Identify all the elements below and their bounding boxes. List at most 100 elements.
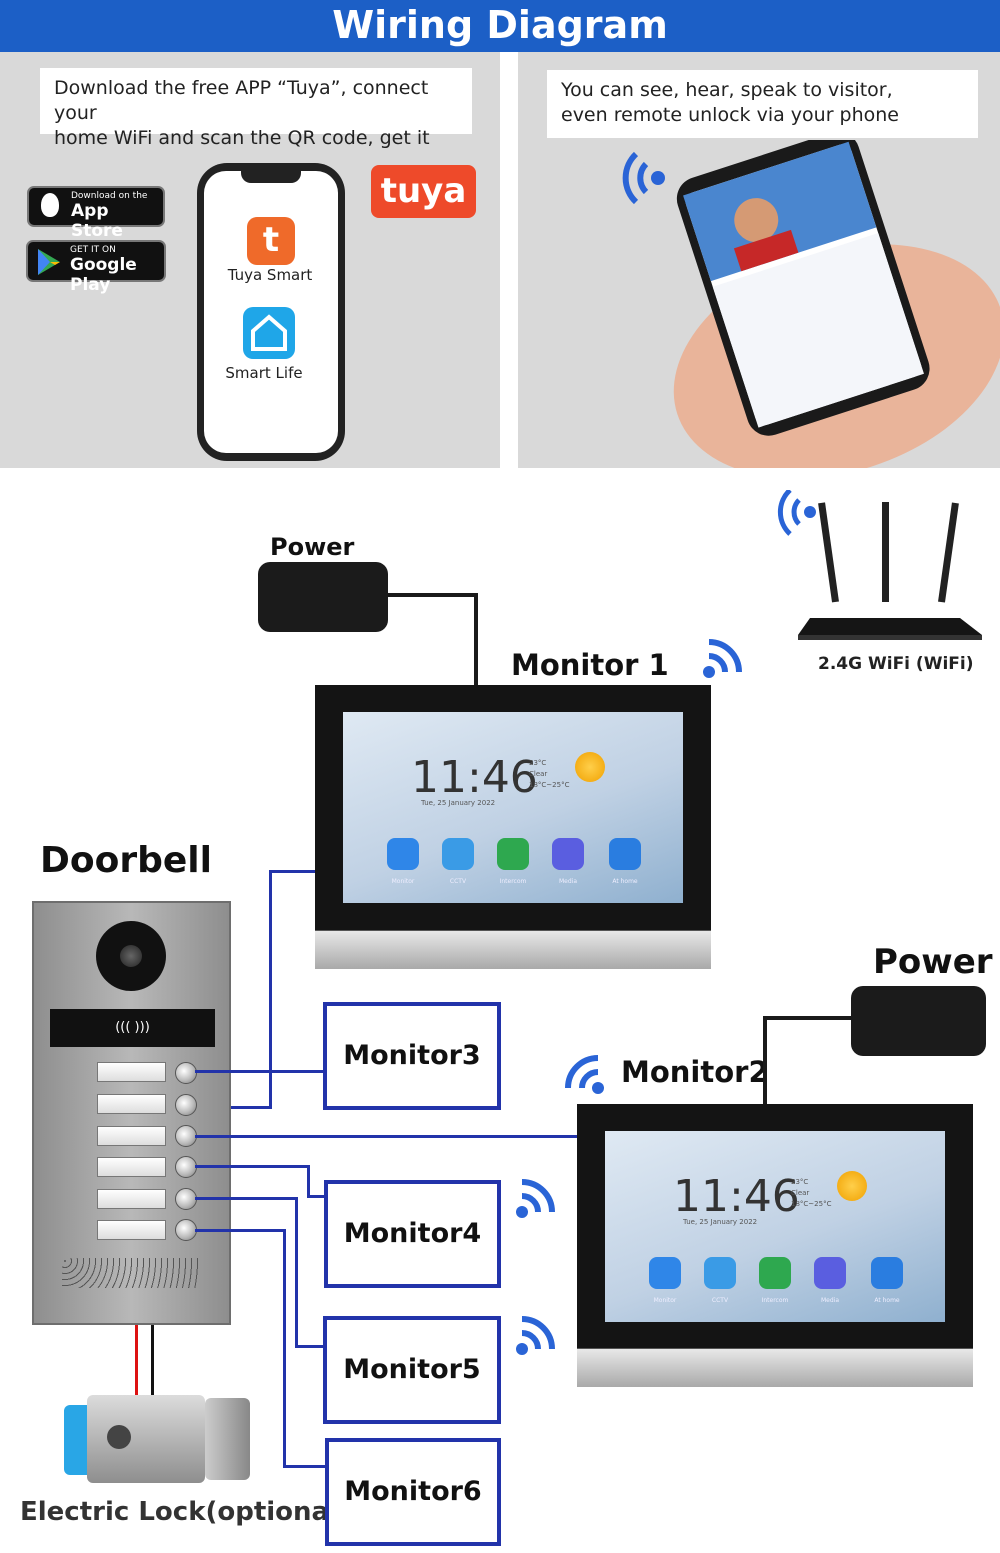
power-adapter-top <box>258 562 388 632</box>
cctv-app-icon[interactable] <box>704 1257 736 1289</box>
monitor4-box: Monitor4 <box>324 1180 501 1288</box>
monitor1-weather: 23°C Clear 18°C~25°C <box>529 758 569 791</box>
wire-m1-top <box>269 870 315 873</box>
app-store-badge[interactable]: Download on the App Store <box>27 186 165 241</box>
monitor-app-icon[interactable] <box>387 838 419 870</box>
google-play-text: Google Play <box>70 255 137 295</box>
app-label: Monitor <box>653 1297 677 1304</box>
lock-strike <box>205 1398 250 1480</box>
app-download-note: Download the free APP “Tuya”, connect yo… <box>40 68 472 149</box>
wire-m5-b <box>295 1197 298 1347</box>
wire-m4-a <box>195 1165 309 1168</box>
tuya-smart-label: Tuya Smart <box>227 266 313 284</box>
remote-feature-note: You can see, hear, speak to visitor, eve… <box>547 70 978 138</box>
tuya-logo: tuya <box>371 165 476 218</box>
power-cable-right-h <box>763 1016 853 1020</box>
monitor1-clock: 11:46 <box>411 752 538 803</box>
monitor1-condition: Clear <box>529 770 548 778</box>
phone-notch <box>241 171 301 183</box>
wire-m6-a <box>195 1229 285 1232</box>
at-home-app-icon[interactable] <box>609 838 641 870</box>
nameplate <box>97 1157 166 1177</box>
wire-m1-bottom <box>231 1106 271 1109</box>
cctv-app-icon[interactable] <box>442 838 474 870</box>
nameplate <box>97 1189 166 1209</box>
camera-lens <box>96 921 166 991</box>
call-button-3[interactable] <box>175 1125 197 1147</box>
google-play-badge[interactable]: GET IT ON Google Play <box>26 240 166 295</box>
power-adapter-right <box>851 986 986 1056</box>
wire-to-monitor3 <box>195 1070 325 1073</box>
app-label: CCTV <box>711 1297 729 1304</box>
wire-m6-c <box>283 1465 327 1468</box>
power-label-top: Power <box>270 533 355 561</box>
monitor2-screen: 11:46 Tue, 25 January 2022 23°C Clear 18… <box>605 1131 945 1322</box>
smart-life-label: Smart Life <box>225 364 303 382</box>
monitor2-temp: 23°C <box>791 1178 809 1186</box>
lock-wire-red <box>135 1325 138 1397</box>
power-cable-top-v <box>474 593 478 687</box>
wifi-signal-icon <box>777 490 816 536</box>
monitor1-device: 11:46 Tue, 25 January 2022 23°C Clear 18… <box>315 685 711 930</box>
app-label: CCTV <box>449 878 467 885</box>
app-store-small-text: Download on the <box>71 191 148 201</box>
doorbell-label: Doorbell <box>40 840 212 881</box>
app-label: Monitor <box>391 878 415 885</box>
power-cable-top-h <box>388 593 478 597</box>
monitor1-label: Monitor 1 <box>511 648 669 682</box>
monitor2-date: Tue, 25 January 2022 <box>683 1218 758 1226</box>
at-home-app-icon[interactable] <box>871 1257 903 1289</box>
wifi-signal-icon-phone-wrap <box>622 140 1000 468</box>
nameplate <box>97 1126 166 1146</box>
wire-m4-b <box>307 1165 310 1197</box>
wifi-icon-monitor5 <box>516 1316 555 1355</box>
monitor1-temp: 23°C <box>529 759 547 767</box>
call-button-4[interactable] <box>175 1156 197 1178</box>
wire-to-monitor2 <box>195 1135 577 1138</box>
smart-life-app-icon[interactable] <box>243 307 295 359</box>
monitor2-label: Monitor2 <box>621 1055 769 1089</box>
monitor2-clock: 11:46 <box>673 1171 800 1222</box>
monitor1-range: 18°C~25°C <box>529 781 570 789</box>
lock-wire-black <box>151 1325 154 1397</box>
hand-phone <box>673 140 1000 468</box>
media-app-icon[interactable] <box>814 1257 846 1289</box>
wifi-router <box>777 490 982 640</box>
call-button-1[interactable] <box>175 1062 197 1084</box>
monitor-app-icon[interactable] <box>649 1257 681 1289</box>
apple-icon <box>41 193 59 217</box>
intercom-app-icon[interactable] <box>759 1257 791 1289</box>
google-play-small-text: GET IT ON <box>70 245 116 255</box>
keyhole-icon <box>107 1425 131 1449</box>
monitor2-condition: Clear <box>791 1189 810 1197</box>
nameplate <box>97 1220 166 1240</box>
electric-lock-body <box>87 1395 205 1483</box>
monitor6-box: Monitor6 <box>325 1438 501 1546</box>
wire-m4-c <box>307 1195 327 1198</box>
media-app-icon[interactable] <box>552 838 584 870</box>
power-label-right: Power <box>873 942 993 982</box>
app-label: At home <box>612 878 638 885</box>
sun-icon <box>837 1171 867 1201</box>
google-play-icon <box>38 249 60 275</box>
wifi-icon-monitor4 <box>516 1179 555 1218</box>
nameplate <box>97 1094 166 1114</box>
rfid-reader-icon: ((( ))) <box>50 1009 215 1047</box>
note-line-2: home WiFi and scan the QR code, get it <box>54 127 430 149</box>
call-button-2[interactable] <box>175 1094 197 1116</box>
sun-icon <box>575 752 605 782</box>
wifi-signal-icon <box>622 151 665 205</box>
tuya-smart-app-icon[interactable]: t <box>247 217 295 265</box>
banner-title: Wiring Diagram <box>0 0 1000 52</box>
monitor1-screen: 11:46 Tue, 25 January 2022 23°C Clear 18… <box>343 712 683 903</box>
note-line-4: even remote unlock via your phone <box>561 104 900 126</box>
app-label: Media <box>820 1297 840 1304</box>
app-label: Intercom <box>499 878 527 885</box>
app-store-text: App Store <box>71 201 123 241</box>
wire-m6-b <box>283 1229 286 1467</box>
monitor5-box: Monitor5 <box>323 1316 501 1424</box>
intercom-app-icon[interactable] <box>497 838 529 870</box>
call-button-6[interactable] <box>175 1219 197 1241</box>
call-button-5[interactable] <box>175 1188 197 1210</box>
wire-m5-c <box>295 1345 325 1348</box>
